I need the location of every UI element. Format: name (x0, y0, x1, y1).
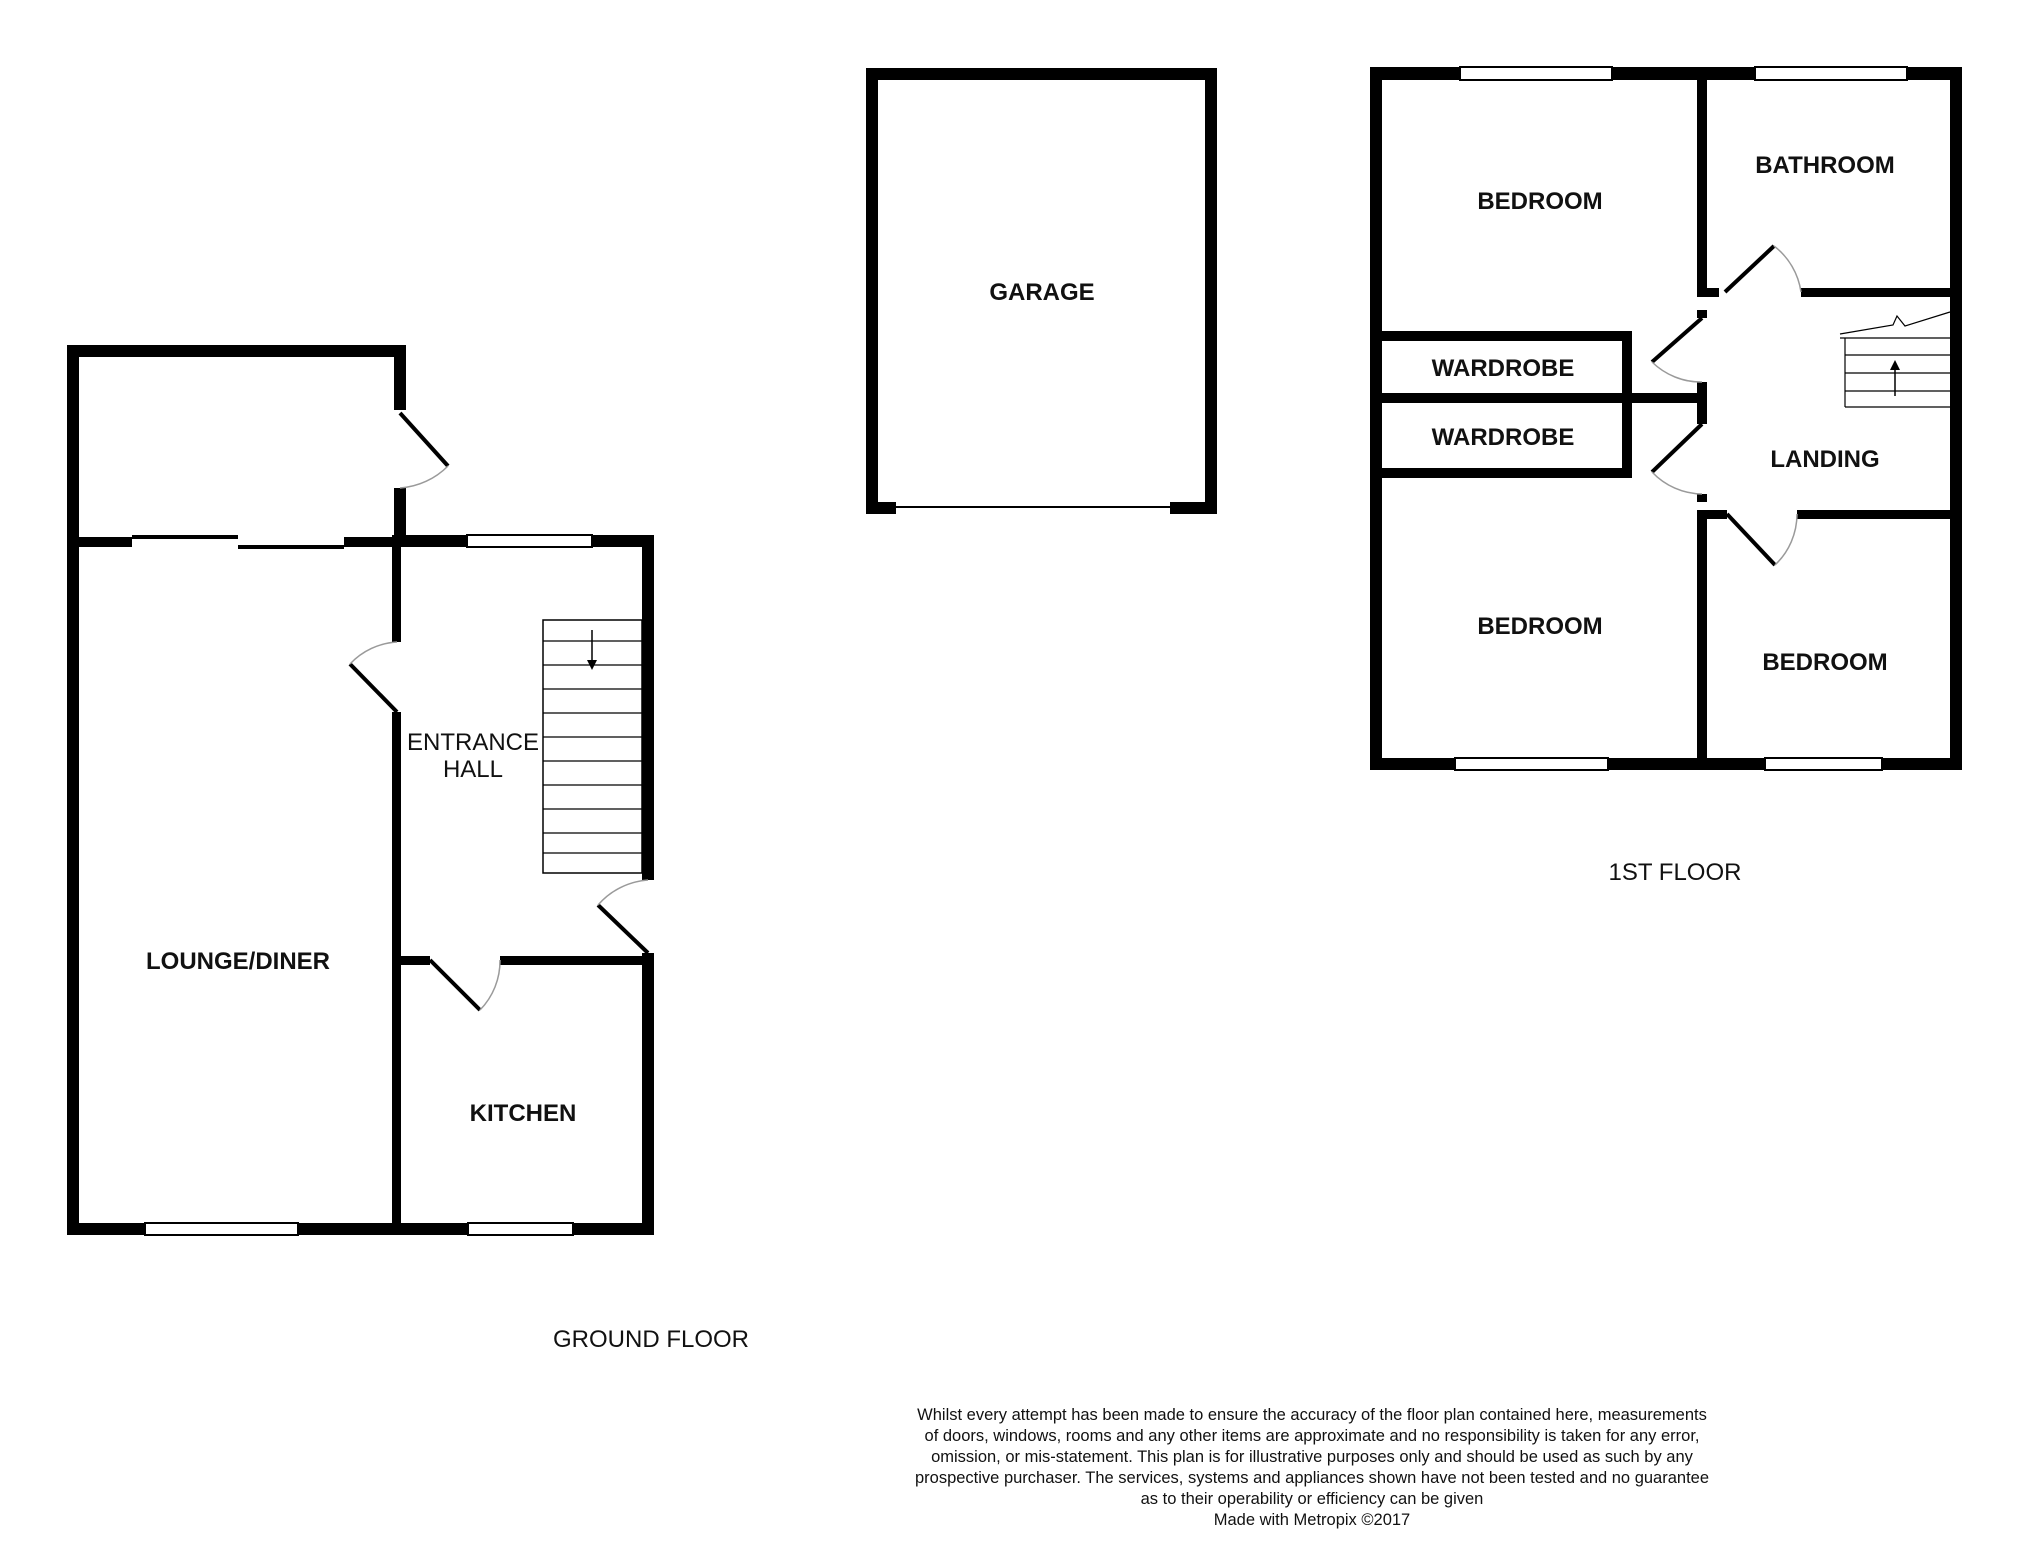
stairs-up-arrow-icon (1890, 360, 1900, 396)
wall (1797, 510, 1962, 519)
wall (67, 345, 79, 1235)
wall (1376, 468, 1632, 478)
wall (394, 488, 406, 540)
garage-wall (866, 68, 878, 514)
wall (1697, 510, 1707, 770)
wall (642, 953, 654, 1235)
wall (1801, 288, 1962, 297)
wall (1370, 67, 1382, 770)
wall (344, 537, 400, 547)
entrance-hall-label: HALL (443, 756, 503, 783)
wall (1697, 67, 1707, 296)
stairs (1839, 311, 1951, 408)
disclaimer: Whilst every attempt has been made to en… (915, 1406, 1709, 1529)
disclaimer-line: omission, or mis-statement. This plan is… (931, 1448, 1694, 1466)
door (428, 958, 501, 1012)
garage-wall-stub (1170, 502, 1217, 514)
garage-wall (1205, 68, 1217, 514)
window (466, 534, 593, 548)
disclaimer-line: as to their operability or efficiency ca… (1141, 1490, 1484, 1508)
garage-label: GARAGE (989, 279, 1094, 306)
door (596, 879, 650, 955)
entrance-hall-label: ENTRANCE (407, 729, 539, 756)
first-floor-title: 1ST FLOOR (1609, 859, 1742, 886)
wall (394, 345, 406, 410)
garage-wall (866, 68, 1217, 80)
sliding-door-panel (238, 545, 344, 549)
disclaimer-credit: Made with Metropix ©2017 (1214, 1511, 1411, 1529)
disclaimer-line: Whilst every attempt has been made to en… (917, 1406, 1707, 1424)
garage-wall-stub (866, 502, 896, 514)
wall (1697, 310, 1707, 318)
bedroom-label: BEDROOM (1762, 649, 1887, 676)
door (398, 411, 450, 489)
disclaimer-line: prospective purchaser. The services, sys… (915, 1469, 1709, 1487)
window (1764, 757, 1883, 771)
wall (642, 535, 654, 880)
kitchen-label: KITCHEN (470, 1100, 577, 1127)
wall (1697, 494, 1707, 502)
door (1650, 422, 1704, 495)
wall (1376, 393, 1707, 403)
window (1754, 66, 1908, 81)
window (1459, 66, 1613, 81)
ground-floor-plan: LOUNGE/DINER ENTRANCE HALL KITCHEN (67, 345, 654, 1236)
wall (1697, 510, 1727, 519)
disclaimer-line: of doors, windows, rooms and any other i… (925, 1427, 1700, 1445)
wardrobe-label: WARDROBE (1432, 424, 1575, 451)
wall (392, 535, 467, 547)
window (467, 1222, 574, 1236)
door (348, 641, 399, 714)
wall (392, 712, 401, 1235)
garage-plan (866, 68, 1217, 514)
wall (392, 540, 401, 642)
door (1723, 244, 1802, 294)
wall (1950, 67, 1962, 770)
bedroom-label: BEDROOM (1477, 188, 1602, 215)
wall (1697, 288, 1719, 297)
wall (392, 956, 430, 965)
door (1725, 512, 1798, 567)
stairs (542, 619, 643, 874)
wall (500, 956, 654, 965)
bedroom-label: BEDROOM (1477, 613, 1602, 640)
wall (592, 535, 654, 547)
sliding-door-panel (132, 535, 238, 539)
stairs-down-arrow-icon (587, 630, 597, 670)
door (1650, 316, 1704, 383)
wall (67, 345, 406, 357)
wall (67, 537, 132, 547)
first-floor-plan: BEDROOM BATHROOM WARDROBE WARDROBE LANDI… (1370, 66, 1962, 771)
lounge-diner-label: LOUNGE/DINER (146, 948, 330, 975)
bathroom-label: BATHROOM (1755, 152, 1895, 179)
landing-label: LANDING (1770, 446, 1879, 473)
wardrobe-label: WARDROBE (1432, 355, 1575, 382)
ground-floor-title: GROUND FLOOR (553, 1326, 749, 1353)
window (1454, 757, 1609, 771)
window (144, 1222, 299, 1236)
wall (1376, 331, 1632, 341)
